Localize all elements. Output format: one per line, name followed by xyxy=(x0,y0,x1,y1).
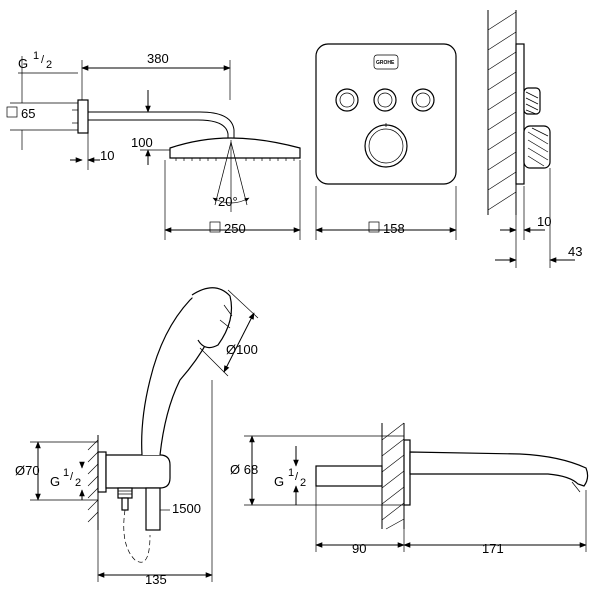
spout-flange xyxy=(403,439,411,506)
headshower-thread-slash: / xyxy=(41,54,45,66)
thermostat-diagram: GROHE 158 xyxy=(315,43,457,240)
head-shower-diagram: G 1 / 2 65 380 100 10 xyxy=(6,50,301,240)
outlet-connector xyxy=(117,487,133,499)
spout-inset: 90 xyxy=(352,541,366,556)
hand-shower-head xyxy=(191,287,233,349)
thermostat-depth-a: 10 xyxy=(537,214,551,229)
headshower-wall-gap: 10 xyxy=(100,148,114,163)
headshower-thread-den: 2 xyxy=(46,59,52,71)
handshower-flange-diameter: Ø70 xyxy=(15,463,40,478)
spout-thread-label: G xyxy=(274,474,284,489)
spout-thread-num: 1 xyxy=(288,467,294,479)
square-symbol-icon xyxy=(209,221,221,233)
handshower-thread-slash: / xyxy=(70,471,74,483)
headshower-drop: 100 xyxy=(131,135,153,150)
spout-thread-den: 2 xyxy=(300,477,306,489)
button-2 xyxy=(373,88,397,112)
thermostat-plate xyxy=(315,43,457,185)
brand-logo-text: GROHE xyxy=(376,60,395,66)
handshower-thread-den: 2 xyxy=(75,477,81,489)
holder-body xyxy=(105,454,171,489)
square-symbol-icon xyxy=(368,221,380,233)
spout-body xyxy=(409,451,589,487)
headshower-arm-length: 380 xyxy=(147,51,169,66)
handshower-width: 135 xyxy=(145,572,167,587)
thermostat-side-diagram: 10 43 xyxy=(487,10,582,268)
headshower-thread-label: G xyxy=(18,56,28,71)
shower-head xyxy=(169,137,301,159)
handshower-thread-label: G xyxy=(50,474,60,489)
hose xyxy=(123,509,151,563)
handshower-thread-num: 1 xyxy=(63,467,69,479)
spout-pipe xyxy=(315,465,383,487)
button-1 xyxy=(335,88,359,112)
brand-logo xyxy=(373,54,399,70)
handshower-hose-length: 1500 xyxy=(172,501,201,516)
thermostat-depth-b: 43 xyxy=(568,244,582,259)
spout-projection: 171 xyxy=(482,541,504,556)
holder-stem xyxy=(145,487,161,531)
plate-side xyxy=(515,43,525,185)
handshower-head-diameter: Ø100 xyxy=(226,342,258,357)
headshower-angle: 20° xyxy=(218,194,238,209)
hand-flange xyxy=(97,451,107,493)
headshower-flange-size: 65 xyxy=(21,106,35,121)
spout-thread-slash: / xyxy=(295,471,299,483)
wall-flange xyxy=(77,99,89,134)
button-3 xyxy=(411,88,435,112)
square-symbol-icon xyxy=(6,106,18,118)
shower-arm xyxy=(88,111,235,140)
headshower-head-size: 250 xyxy=(224,221,246,236)
hand-shower-diagram: Ø100 Ø70 G 1 / 2 1500 135 xyxy=(15,287,259,587)
spout-flange-diameter: Ø 68 xyxy=(230,462,258,477)
thermostat-knob xyxy=(364,124,408,168)
bath-spout-diagram: Ø 68 G 1 / 2 90 171 xyxy=(230,422,589,556)
thermostat-plate-size: 158 xyxy=(383,221,405,236)
headshower-thread-num: 1 xyxy=(33,50,39,62)
